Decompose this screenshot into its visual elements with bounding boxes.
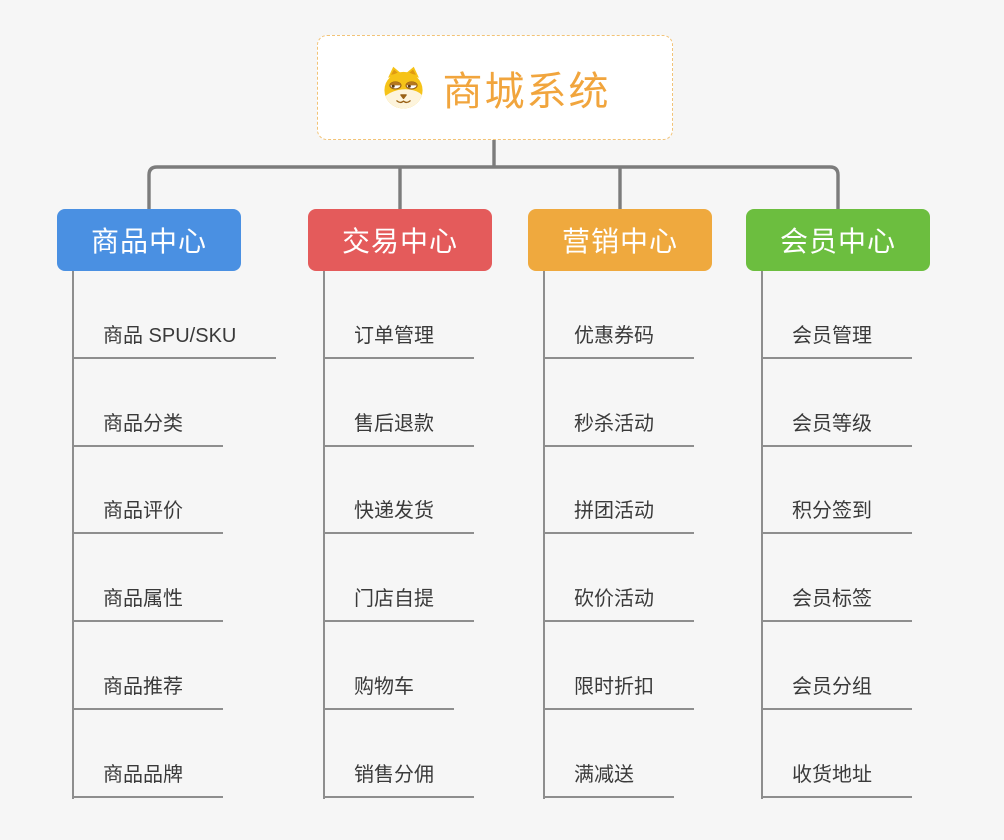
column-spine-line [323,271,325,799]
child-item-label: 商品评价 [72,494,223,535]
child-item-label: 会员标签 [761,582,912,623]
child-item[interactable]: 购物车 [323,622,474,710]
root-node[interactable]: 商城系统 [317,35,673,140]
child-item[interactable]: 门店自提 [323,534,474,623]
branch-label: 营销中心 [561,226,678,257]
child-item[interactable]: 订单管理 [323,271,474,359]
root-title: 商城系统 [442,69,611,114]
child-item[interactable]: 商品品牌 [72,710,276,798]
dog-face-icon [383,66,423,109]
branch-children-trade-center: 订单管理 售后退款 快递发货 门店自提 购物车 销售分佣 [323,271,474,799]
child-item-label: 商品分类 [72,407,223,447]
child-item-label: 购物车 [323,670,454,710]
child-item-label: 会员管理 [761,319,912,359]
child-item[interactable]: 会员管理 [761,271,912,359]
child-item[interactable]: 商品分类 [72,359,276,447]
column-spine-line [761,271,763,799]
branch-children-member-center: 会员管理 会员等级 积分签到 会员标签 会员分组 收货地址 [761,271,912,799]
child-item[interactable]: 秒杀活动 [543,359,694,447]
child-item[interactable]: 限时折扣 [543,622,694,710]
child-item-label: 订单管理 [323,319,474,359]
branch-node-product-center[interactable]: 商品中心 [57,209,241,271]
child-item-label: 砍价活动 [543,582,694,623]
branch-children-marketing-center: 优惠券码 秒杀活动 拼团活动 砍价活动 限时折扣 满减送 [543,271,694,799]
child-item-label: 收货地址 [761,758,912,798]
child-item-label: 秒杀活动 [543,407,694,447]
child-item[interactable]: 会员等级 [761,359,912,447]
column-spine-line [543,271,545,799]
child-item-label: 商品推荐 [72,670,223,710]
branch-label: 商品中心 [90,226,207,257]
child-item-label: 会员等级 [761,407,912,447]
child-item-label: 销售分佣 [323,758,474,798]
child-item-label: 满减送 [543,758,674,798]
child-item[interactable]: 商品属性 [72,534,276,623]
child-item-label: 快递发货 [323,494,474,535]
child-item[interactable]: 积分签到 [761,447,912,535]
child-item[interactable]: 售后退款 [323,359,474,447]
column-spine-line [72,271,74,799]
branch-rail-line [147,165,840,210]
branch-label: 交易中心 [341,226,458,257]
branch-label: 会员中心 [779,226,896,257]
child-item-label: 会员分组 [761,670,912,710]
child-item[interactable]: 商品评价 [72,447,276,535]
child-item[interactable]: 满减送 [543,710,694,798]
child-item-label: 门店自提 [323,582,474,623]
child-item[interactable]: 砍价活动 [543,534,694,623]
branch-children-product-center: 商品 SPU/SKU 商品分类 商品评价 商品属性 商品推荐 商品品牌 [72,271,277,799]
child-item[interactable]: 会员标签 [761,534,912,623]
child-item[interactable]: 优惠券码 [543,271,694,359]
child-item-label: 商品 SPU/SKU [72,319,277,359]
child-item-label: 拼团活动 [543,494,694,535]
child-item[interactable]: 销售分佣 [323,710,474,798]
branch-node-member-center[interactable]: 会员中心 [746,209,930,271]
child-item-label: 积分签到 [761,494,912,535]
child-item[interactable]: 收货地址 [761,710,912,798]
branch-node-trade-center[interactable]: 交易中心 [308,209,492,271]
child-item[interactable]: 会员分组 [761,622,912,710]
child-item[interactable]: 拼团活动 [543,447,694,535]
child-item-label: 限时折扣 [543,670,694,710]
child-item-label: 商品属性 [72,582,223,623]
child-item-label: 商品品牌 [72,758,223,798]
child-item-label: 优惠券码 [543,319,694,359]
child-item[interactable]: 商品推荐 [72,622,276,710]
child-item[interactable]: 商品 SPU/SKU [72,271,277,359]
child-item-label: 售后退款 [323,407,474,447]
child-item[interactable]: 快递发货 [323,447,474,535]
branch-node-marketing-center[interactable]: 营销中心 [528,209,712,271]
